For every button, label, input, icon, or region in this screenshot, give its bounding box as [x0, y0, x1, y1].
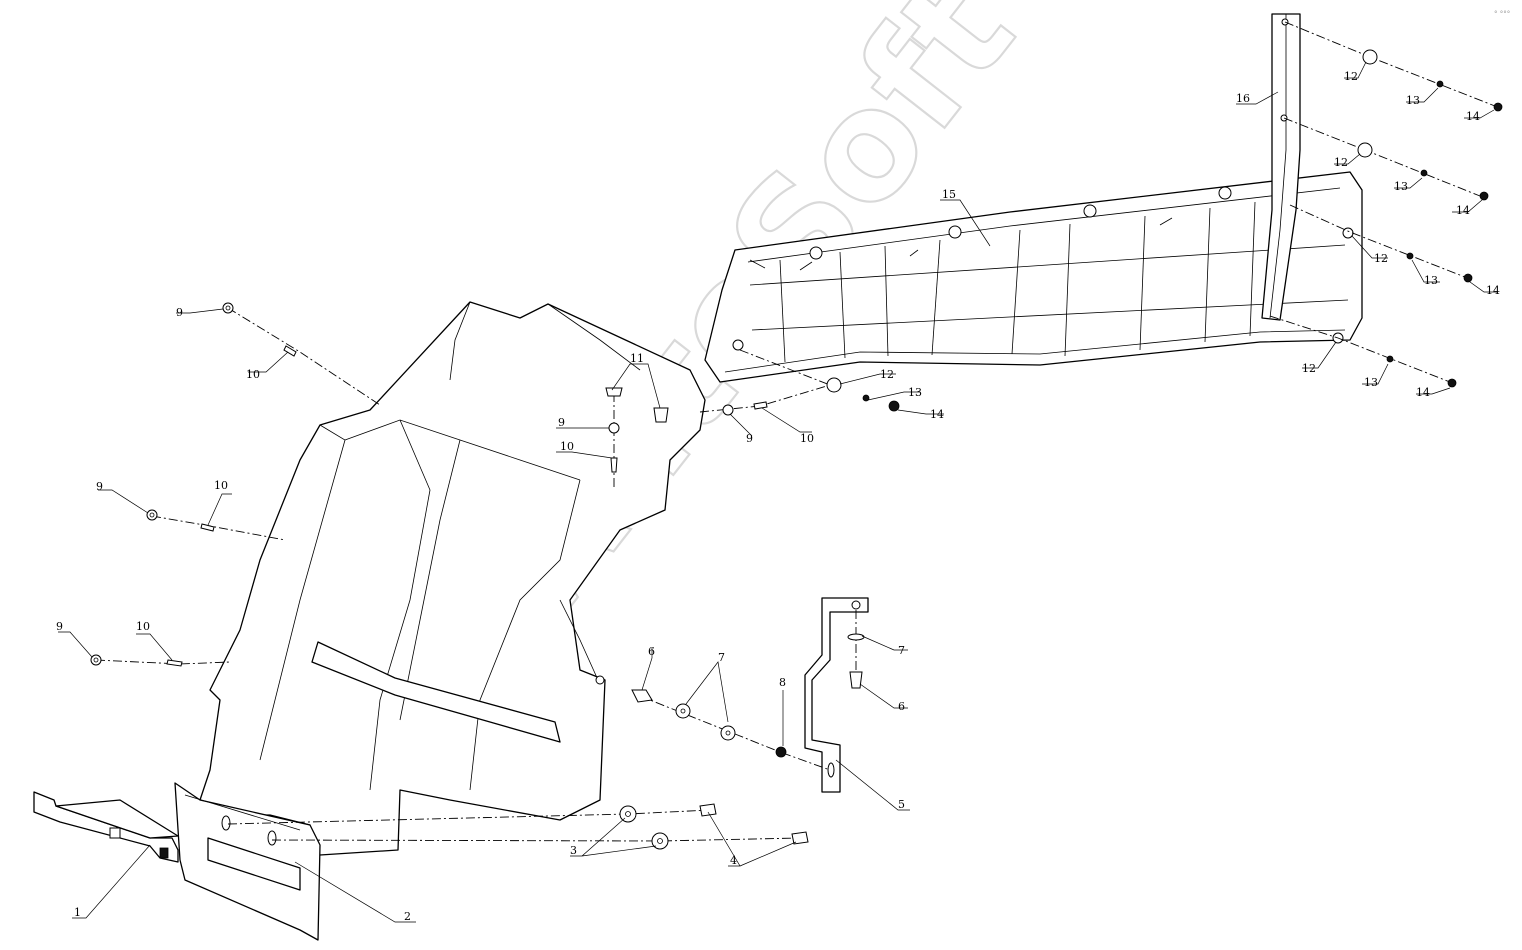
callout-9-d: 9: [558, 416, 565, 429]
callout-12-c: 12: [1374, 252, 1388, 265]
callout-9-a: 9: [176, 306, 183, 319]
callout-16: 16: [1236, 92, 1250, 105]
callout-10-c: 10: [136, 620, 150, 633]
callout-6-left: 6: [648, 645, 655, 658]
callout-4: 4: [730, 854, 737, 867]
callout-7-left: 7: [718, 651, 725, 664]
callout-14-e: 14: [930, 408, 944, 421]
callout-10-b: 10: [214, 479, 228, 492]
part-16-vertical-bracket: [1261, 13, 1301, 321]
callout-13-b: 13: [1394, 180, 1408, 193]
callout-9-e: 9: [746, 432, 753, 445]
callout-13-a: 13: [1406, 94, 1420, 107]
callout-14-b: 14: [1456, 204, 1470, 217]
callout-1: 1: [74, 906, 81, 919]
part-15-rear-panel: [704, 171, 1363, 383]
callout-14-d: 14: [1416, 386, 1430, 399]
callout-5: 5: [898, 798, 905, 811]
callout-14-c: 14: [1486, 284, 1500, 297]
callout-6-right: 6: [898, 700, 905, 713]
corner-mark: ° °°°: [1494, 10, 1510, 18]
callout-10-a: 10: [246, 368, 260, 381]
callout-10-d: 10: [560, 440, 574, 453]
callout-7-right: 7: [898, 644, 905, 657]
callout-12-e: 12: [880, 368, 894, 381]
part-1-lower-bracket: [33, 791, 179, 863]
callout-12-a: 12: [1344, 70, 1358, 83]
fasteners: [90, 49, 1503, 850]
callout-2: 2: [404, 910, 411, 923]
callout-labels: 1 2 3 4 5 6 6 7 7 8 9 9 9 9 9: [56, 61, 1500, 923]
callout-12-b: 12: [1334, 156, 1348, 169]
callout-10-e: 10: [800, 432, 814, 445]
callout-15: 15: [942, 188, 956, 201]
callout-12-d: 12: [1302, 362, 1316, 375]
callout-8: 8: [779, 676, 786, 689]
callout-13-e: 13: [908, 386, 922, 399]
callout-9-c: 9: [56, 620, 63, 633]
part-5-z-bracket: [804, 597, 869, 793]
callout-9-b: 9: [96, 480, 103, 493]
callout-3: 3: [570, 844, 577, 857]
callout-14-a: 14: [1466, 110, 1480, 123]
callout-13-d: 13: [1364, 376, 1378, 389]
callout-13-c: 13: [1424, 274, 1438, 287]
callout-11: 11: [630, 352, 644, 365]
